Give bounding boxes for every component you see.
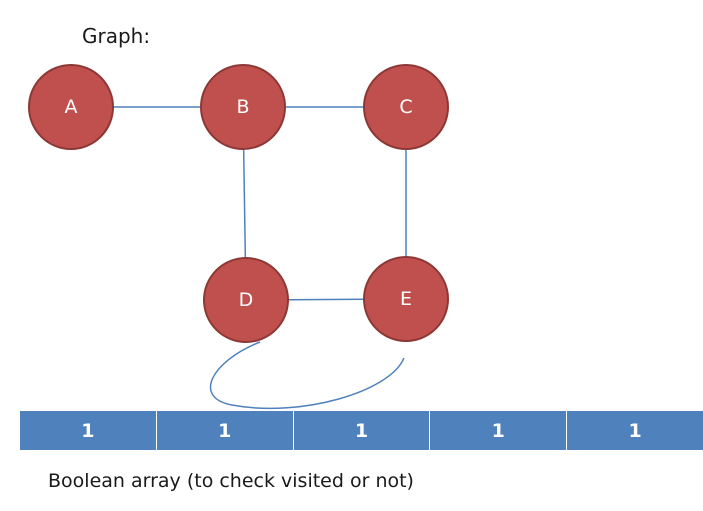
array-caption: Boolean array (to check visited or not): [48, 470, 414, 492]
graph-title: Graph:: [82, 24, 151, 48]
array-cell: 1: [566, 411, 703, 450]
visited-array: 1 1 1 1 1: [20, 411, 703, 450]
node-c: C: [363, 64, 449, 150]
node-d-label: D: [239, 289, 254, 311]
traversal-curve: [210, 341, 405, 410]
array-cell: 1: [429, 411, 566, 450]
node-a-label: A: [65, 96, 78, 118]
array-cell: 1: [81, 419, 95, 442]
node-e-label: E: [400, 288, 412, 310]
array-cell: 1: [292, 411, 430, 450]
node-a: A: [28, 64, 114, 150]
node-b: B: [200, 64, 286, 150]
node-b-label: B: [236, 96, 249, 118]
array-cell: 1: [155, 411, 293, 450]
node-c-label: C: [399, 96, 412, 118]
node-d: D: [203, 257, 289, 343]
node-e: E: [363, 256, 449, 342]
